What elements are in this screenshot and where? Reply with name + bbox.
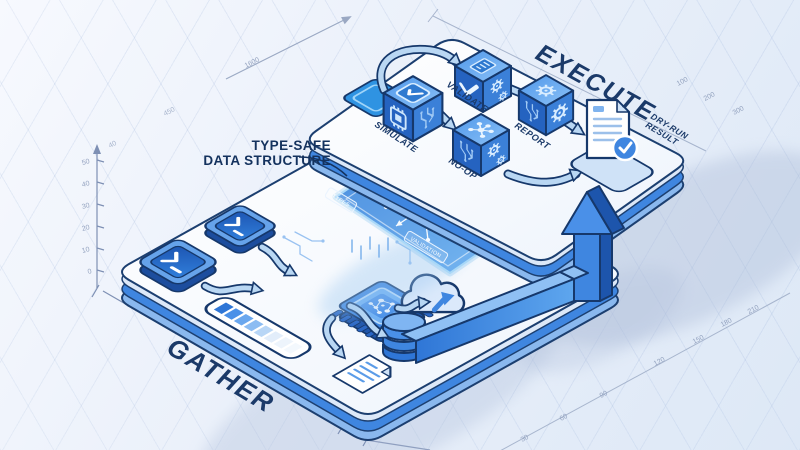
flat-document-icon: [331, 354, 392, 394]
check-icon: [395, 83, 431, 103]
check-badge-icon: [611, 134, 639, 162]
simulate-cube: [382, 75, 444, 143]
panel-callout: TYPE-SAFE DATA STRUCTURE: [203, 138, 348, 177]
big-flow-arrow: [401, 185, 625, 364]
panel-title-line2: DATA STRUCTURE: [203, 153, 331, 168]
upload-arrow-icon: [431, 291, 455, 313]
tick-label: 20: [81, 224, 90, 233]
tick-label: 1600: [244, 56, 261, 69]
top-dimension-line: [225, 16, 352, 80]
tick-label: 200: [703, 91, 717, 103]
cpu-icon: [390, 104, 407, 132]
terminal-tile-1: [139, 239, 217, 293]
doc-header-tag: [593, 106, 604, 112]
document-icon: [469, 58, 497, 74]
tick-label: 300: [732, 105, 746, 117]
left-axis-labels: 50 40 30 20 10 0: [81, 158, 92, 276]
tick-label: 60: [559, 413, 569, 423]
tick-label: 10: [81, 246, 90, 255]
tick-label: 210: [747, 304, 761, 316]
network-icon: [468, 122, 494, 138]
tick-label: 30: [81, 202, 90, 211]
tick-label: 40: [108, 140, 118, 150]
check-icon: [459, 82, 479, 96]
terminal-icon: [224, 216, 244, 237]
noop-cube: [452, 113, 510, 177]
bottom-axis: 30 60 90 120 150 180 210: [500, 292, 791, 450]
panel-title-line1: TYPE-SAFE: [252, 138, 331, 153]
dry-run-document-icon: [585, 98, 639, 162]
tick-label: 150: [692, 334, 706, 346]
tick-label: 450: [163, 106, 177, 118]
right-axis-labels: 100 200 300: [676, 76, 746, 117]
tick-label: 120: [653, 356, 667, 368]
panel-sparks: [351, 236, 389, 260]
progress-bar: [204, 297, 312, 359]
database-icon: [382, 312, 426, 362]
tick-label: 100: [676, 76, 690, 88]
tick-label: 0: [87, 268, 93, 276]
validate-cube: [454, 49, 512, 113]
tick-label: 30: [520, 434, 530, 444]
tick-label: 180: [720, 317, 734, 329]
execute-dimension-line: [427, 8, 707, 152]
tick-label: 90: [599, 390, 609, 400]
terminal-icon: [160, 251, 182, 274]
tick-label: 50: [81, 158, 90, 167]
left-axis: [93, 144, 105, 288]
callout-line: [298, 156, 348, 177]
panel-box-types: TYPES: [324, 187, 358, 213]
terminal-tile-2: [204, 205, 276, 254]
tick-label: 40: [81, 180, 90, 189]
